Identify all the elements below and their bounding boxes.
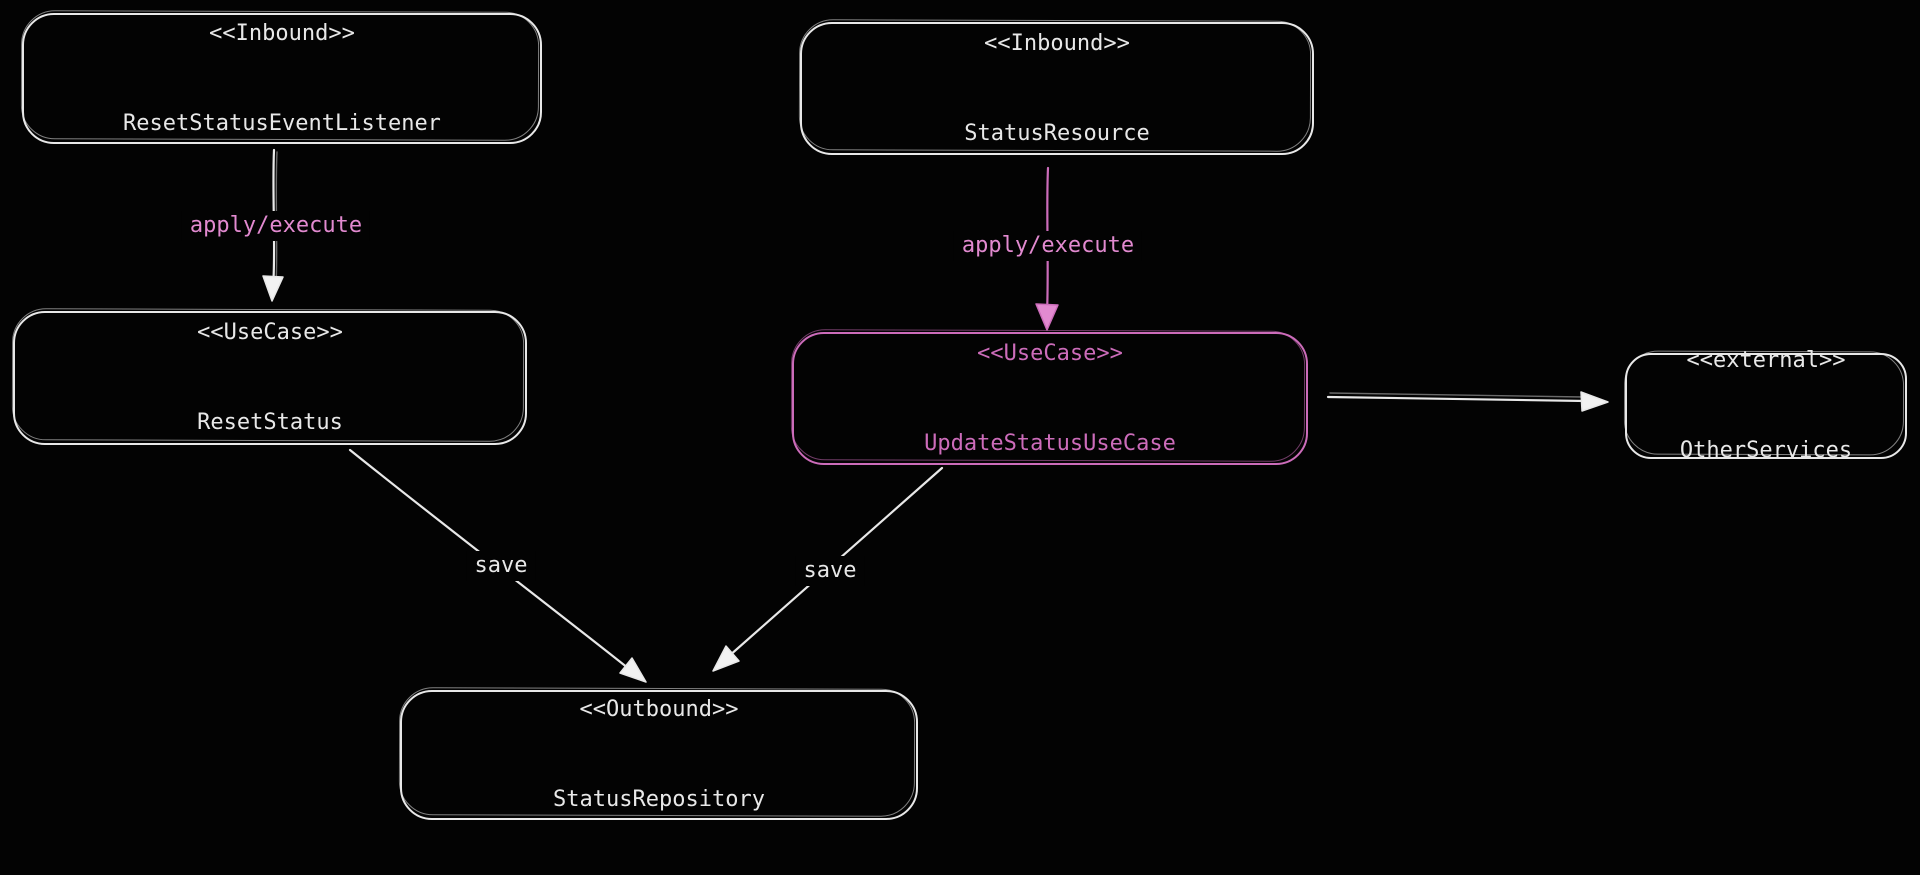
- node-title: UpdateStatusUseCase: [924, 430, 1176, 456]
- node-stereotype: <<UseCase>>: [977, 340, 1123, 366]
- node-stereotype: <<Outbound>>: [579, 697, 739, 722]
- node-text: <<UseCase>> UpdateStatusUseCase: [924, 279, 1176, 519]
- diagram-canvas: <<Inbound>> ResetStatusEventListener <<I…: [0, 0, 1920, 834]
- node-title: StatusResource: [964, 120, 1150, 146]
- node-stereotype: <<Inbound>>: [209, 20, 355, 46]
- node-text: <<UseCase>> ResetStatus: [197, 258, 343, 498]
- edge-label-save-left: save: [466, 551, 536, 581]
- node-title: StatusRepository: [553, 787, 765, 812]
- node-text: <<Outbound>> StatusRepository: [553, 635, 765, 875]
- node-stereotype: <<Inbound>>: [984, 30, 1130, 56]
- node-other-services: <<external>> OtherServices: [1625, 348, 1907, 463]
- edge-line-echo: [1329, 392, 1584, 398]
- node-stereotype: <<UseCase>>: [197, 320, 343, 345]
- node-title: ResetStatus: [197, 410, 343, 435]
- node-text: <<external>> OtherServices: [1680, 286, 1852, 526]
- arrowhead: [1580, 391, 1609, 412]
- edge-update-use-case-to-other-services: [1326, 391, 1609, 412]
- node-reset-status-event-listener: <<Inbound>> ResetStatusEventListener: [22, 13, 542, 144]
- node-reset-status: <<UseCase>> ResetStatus: [13, 311, 527, 445]
- node-title: ResetStatusEventListener: [123, 110, 441, 136]
- node-text: <<Inbound>> StatusResource: [964, 0, 1149, 209]
- node-update-status-use-case: <<UseCase>> UpdateStatusUseCase: [792, 332, 1308, 465]
- node-status-repository: <<Outbound>> StatusRepository: [400, 690, 918, 820]
- edge-label-apply-execute-right: apply/execute: [953, 231, 1143, 261]
- node-stereotype: <<external>>: [1686, 348, 1846, 373]
- node-status-resource: <<Inbound>> StatusResource: [800, 22, 1314, 155]
- edge-line: [1326, 395, 1588, 403]
- edge-label-save-right: save: [795, 556, 865, 586]
- edge-label-apply-execute-left: apply/execute: [181, 211, 371, 241]
- node-text: <<Inbound>> ResetStatusEventListener: [123, 0, 441, 199]
- node-title: OtherServices: [1679, 438, 1853, 463]
